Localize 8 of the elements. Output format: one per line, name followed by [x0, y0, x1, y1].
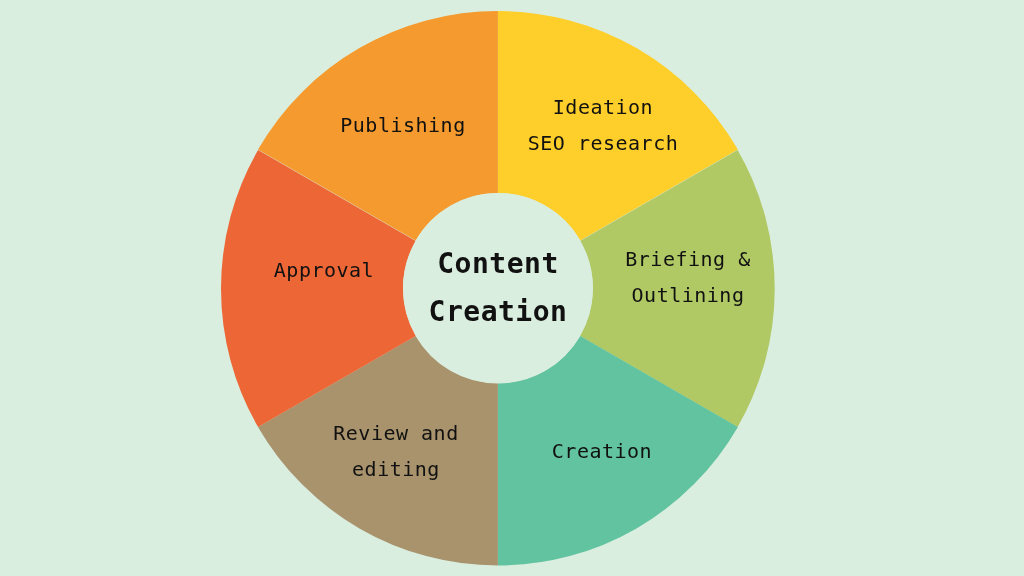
- segment-label: Approval: [273, 257, 375, 284]
- segment-label: Publishing: [340, 112, 466, 139]
- center-title: Content Creation: [427, 246, 569, 330]
- segment-label: Briefing & Outlining: [624, 246, 752, 309]
- segment-label: Creation: [551, 438, 653, 465]
- segment-label: Review and editing: [332, 420, 460, 483]
- segment-label: Ideation: [552, 94, 654, 121]
- segment-label: SEO research: [527, 130, 679, 157]
